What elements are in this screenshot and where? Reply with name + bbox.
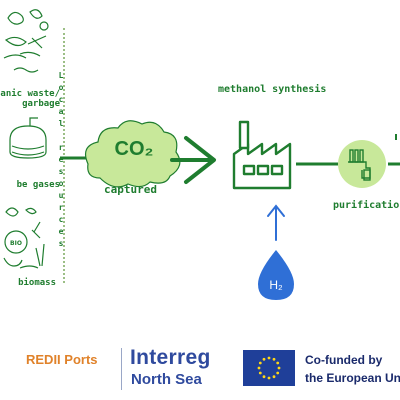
bio-badge: BIO: [10, 240, 22, 247]
biogas-icon: [9, 117, 47, 159]
co2-cloud-icon: [85, 120, 181, 188]
resource-sketches: organic waste/ garbage be gases BIO biom…: [0, 9, 61, 288]
methanol-synthesis-label: methanol synthesis: [218, 84, 327, 95]
biomass-cycle-icon: [3, 207, 45, 269]
arrow-right-icon: [170, 136, 216, 184]
organic-waste-label-line2: garbage: [22, 99, 61, 109]
co2-label: CO₂: [114, 138, 154, 160]
footer-separator: [121, 348, 122, 390]
organic-waste-icon: [3, 9, 49, 73]
biomass-label: biomass: [18, 277, 56, 288]
purification-icon: [338, 140, 386, 188]
interreg-logo-text: Interreg: [130, 346, 211, 369]
process-diagram: [60, 120, 400, 300]
purification-label: purification: [333, 200, 400, 211]
arrow-up-icon: [267, 204, 285, 241]
hydrogen-label: H₂: [269, 278, 283, 292]
cofunded-line-1: Co-funded by: [305, 353, 383, 367]
north-sea-logo-text: North Sea: [131, 371, 202, 388]
cofunded-line-2: the European Uni: [305, 371, 400, 385]
dotted-divider: [63, 28, 66, 283]
captured-label: captured: [104, 183, 157, 196]
hydrogen-drop-icon: [258, 250, 294, 300]
eu-flag-icon: [243, 350, 295, 386]
redii-ports-logo-text: REDII Ports: [26, 352, 98, 367]
biogas-label: be gases: [17, 180, 60, 190]
organic-waste-label-line1: organic waste/: [0, 88, 60, 99]
factory-icon: [232, 120, 292, 190]
